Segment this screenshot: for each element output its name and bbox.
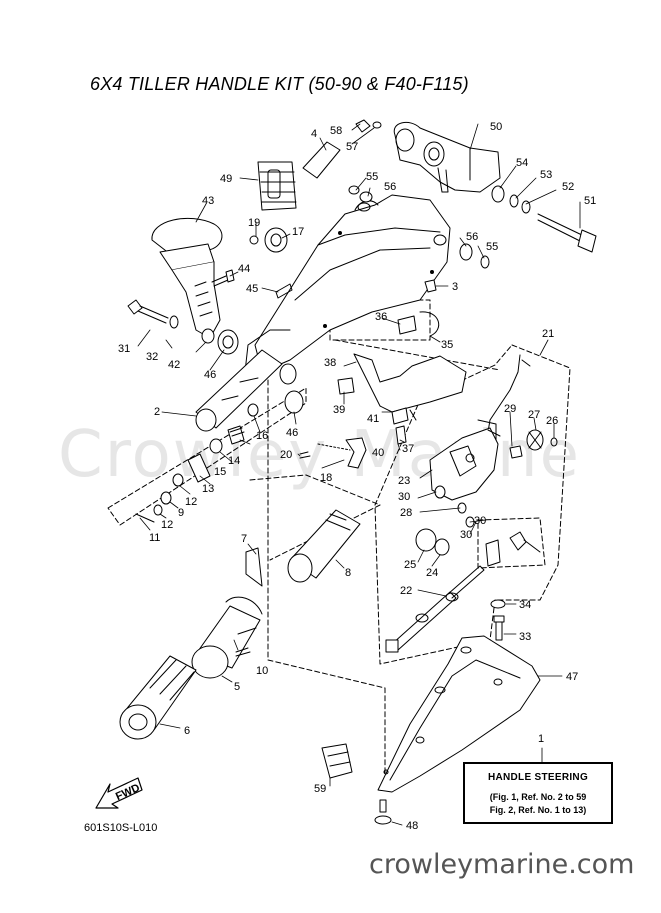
callout-19: 19 bbox=[248, 217, 260, 229]
callout-12-b: 12 bbox=[185, 496, 197, 508]
callout-47: 47 bbox=[566, 671, 578, 683]
grip-43 bbox=[151, 217, 223, 339]
leader-lines bbox=[137, 123, 581, 826]
callout-26: 26 bbox=[546, 415, 558, 427]
small-parts-9-16 bbox=[135, 403, 259, 523]
callout-43: 43 bbox=[202, 195, 214, 207]
callout-36: 36 bbox=[375, 311, 387, 323]
callout-30-b: 30 bbox=[474, 515, 486, 527]
callout-20: 20 bbox=[280, 449, 292, 461]
callout-25: 25 bbox=[404, 559, 416, 571]
callout-12-a: 12 bbox=[161, 519, 173, 531]
callout-41: 41 bbox=[367, 413, 379, 425]
callout-2: 2 bbox=[154, 406, 160, 418]
part-59 bbox=[321, 743, 353, 779]
callout-39: 39 bbox=[333, 404, 345, 416]
callout-49: 49 bbox=[220, 173, 232, 185]
callout-57: 57 bbox=[346, 141, 358, 153]
callout-9: 9 bbox=[178, 507, 184, 519]
callout-34: 34 bbox=[519, 599, 531, 611]
callout-46-b: 46 bbox=[286, 427, 298, 439]
sticker-4 bbox=[302, 141, 341, 179]
callout-40: 40 bbox=[372, 447, 384, 459]
callout-21: 21 bbox=[542, 328, 554, 340]
lower-cover-47 bbox=[377, 635, 541, 793]
callout-8: 8 bbox=[345, 567, 351, 579]
shift-rod-22 bbox=[385, 565, 485, 653]
bolt-31 bbox=[127, 299, 215, 344]
fwd-label: FWD bbox=[114, 782, 142, 803]
callout-24: 24 bbox=[426, 567, 438, 579]
callout-56-b: 56 bbox=[466, 231, 478, 243]
callout-55-a: 55 bbox=[366, 171, 378, 183]
diagram-code: 601S10S-L010 bbox=[84, 822, 158, 834]
fwd-arrow-icon: FWD bbox=[95, 777, 143, 809]
callout-37: 37 bbox=[402, 443, 414, 455]
callout-29: 29 bbox=[504, 403, 516, 415]
sticker-45 bbox=[275, 283, 293, 299]
callout-33: 33 bbox=[519, 631, 531, 643]
callout-42: 42 bbox=[168, 359, 180, 371]
note-line-2: Fig. 2, Ref. No. 1 to 13) bbox=[489, 805, 587, 815]
screw-3 bbox=[424, 279, 437, 293]
callout-30-c: 30 bbox=[460, 529, 472, 541]
callout-6: 6 bbox=[184, 725, 190, 737]
callout-23: 23 bbox=[398, 475, 410, 487]
callout-56-a: 56 bbox=[384, 181, 396, 193]
top-bracket-50 bbox=[393, 121, 501, 193]
diagram-title: 6X4 TILLER HANDLE KIT (50-90 & F40-F115) bbox=[90, 74, 469, 94]
callout-30-a: 30 bbox=[398, 491, 410, 503]
callout-11: 11 bbox=[149, 532, 160, 544]
callout-17: 17 bbox=[292, 226, 304, 238]
callout-48: 48 bbox=[406, 820, 418, 832]
note-heading: HANDLE STEERING bbox=[487, 772, 589, 783]
callout-27: 27 bbox=[528, 409, 540, 421]
clamp-17 bbox=[211, 227, 288, 287]
note-line-1: (Fig. 1, Ref. No. 2 to 59 bbox=[489, 792, 587, 802]
callout-28: 28 bbox=[400, 507, 412, 519]
callout-53: 53 bbox=[540, 169, 552, 181]
handle-steering-note: HANDLE STEERING (Fig. 1, Ref. No. 2 to 5… bbox=[463, 762, 613, 824]
callout-14: 14 bbox=[228, 455, 240, 467]
callout-13: 13 bbox=[202, 483, 214, 495]
callout-55-b: 55 bbox=[486, 241, 498, 253]
bolt-51-assembly bbox=[348, 119, 597, 269]
callout-51: 51 bbox=[584, 195, 596, 207]
callout-50: 50 bbox=[490, 121, 502, 133]
callout-4: 4 bbox=[311, 128, 317, 140]
washer-34 bbox=[490, 599, 506, 641]
site-url: crowleymarine.com bbox=[369, 849, 635, 880]
callout-32: 32 bbox=[146, 351, 158, 363]
callout-16: 16 bbox=[256, 430, 268, 442]
callout-38: 38 bbox=[324, 357, 336, 369]
callout-1: 1 bbox=[538, 733, 544, 745]
callout-45: 45 bbox=[246, 283, 258, 295]
screw-48 bbox=[374, 799, 392, 825]
tiller-tube-2 bbox=[195, 329, 304, 432]
callout-5: 5 bbox=[234, 681, 240, 693]
callout-31: 31 bbox=[118, 343, 130, 355]
callout-46-a: 46 bbox=[204, 369, 216, 381]
callout-7: 7 bbox=[241, 533, 247, 545]
callout-54: 54 bbox=[516, 157, 528, 169]
grommet-49 bbox=[257, 161, 297, 211]
callout-35: 35 bbox=[441, 339, 453, 351]
bracket-35-41 bbox=[337, 311, 467, 445]
callout-22: 22 bbox=[400, 585, 412, 597]
callout-labels: 1 2 3 4 5 6 7 8 9 10 11 12 12 13 14 15 1… bbox=[118, 121, 596, 832]
callout-15: 15 bbox=[214, 466, 226, 478]
callout-3: 3 bbox=[452, 281, 458, 293]
callout-59: 59 bbox=[314, 783, 326, 795]
callout-44: 44 bbox=[238, 263, 250, 275]
knob-18 bbox=[299, 437, 367, 469]
callout-18: 18 bbox=[320, 472, 332, 484]
grip-assembly-fig2 bbox=[119, 474, 381, 740]
control-assembly-21 bbox=[415, 354, 558, 567]
callout-52: 52 bbox=[562, 181, 574, 193]
callout-58: 58 bbox=[330, 125, 342, 137]
callout-10: 10 bbox=[256, 665, 268, 677]
tiller-arm bbox=[244, 194, 451, 373]
